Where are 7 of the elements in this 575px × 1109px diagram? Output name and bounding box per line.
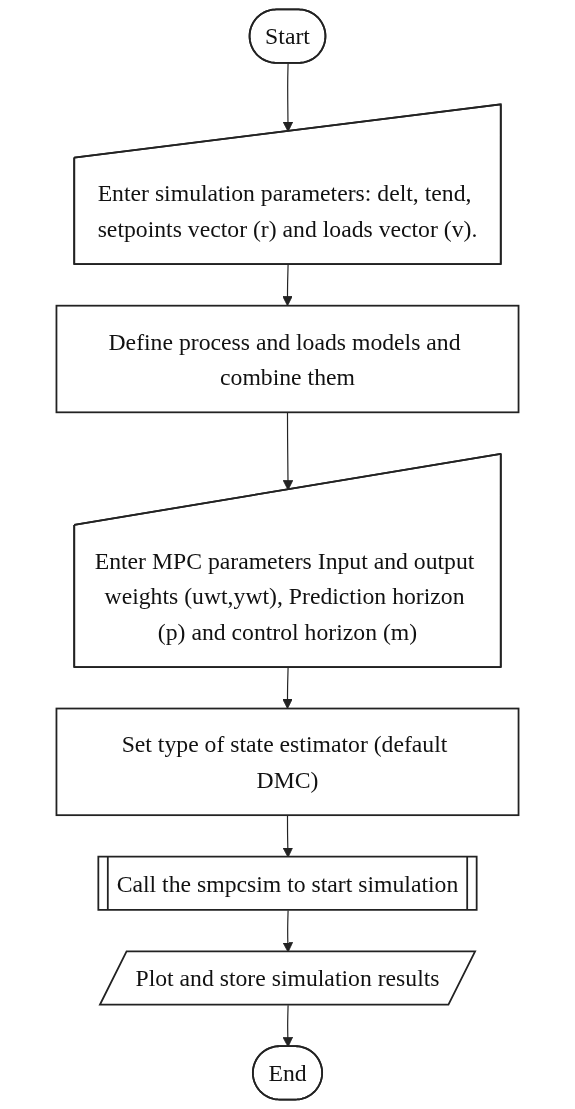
arrow [282,1004,294,1048]
arrow [282,667,293,709]
arrow [282,411,294,491]
node-box: Define process and loads models and combine them [55,304,520,414]
arrow [282,62,294,132]
node-box: Set type of state estimator (default DMC) [55,707,520,817]
arrow [282,264,293,307]
